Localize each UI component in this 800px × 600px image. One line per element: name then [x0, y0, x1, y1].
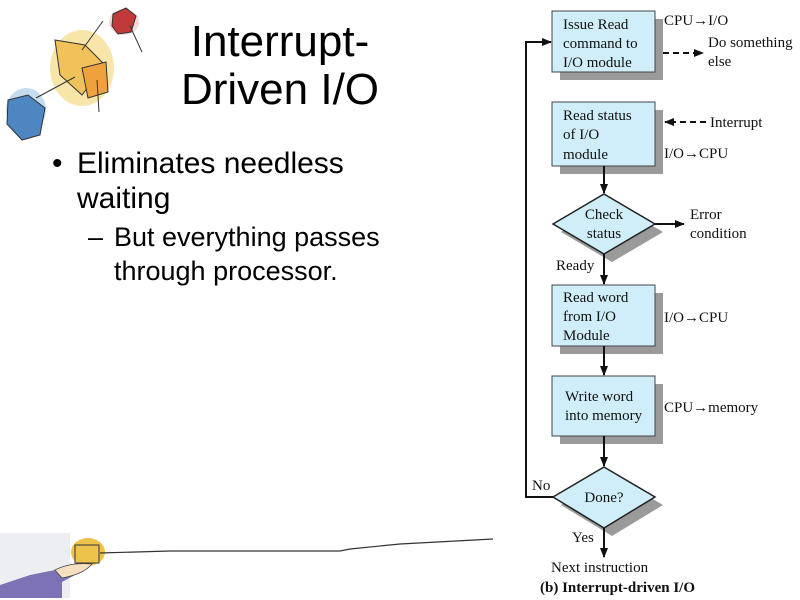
step-text: Issue Read	[563, 17, 629, 33]
bullet-marker: •	[52, 147, 63, 180]
step-text: module	[563, 147, 608, 163]
small-box	[74, 544, 100, 564]
connector-line	[35, 76, 76, 99]
label-ready: Ready	[556, 258, 595, 274]
decision-text: Done?	[584, 490, 623, 506]
figure-caption: (b) Interrupt-driven I/O	[540, 580, 695, 596]
label-yes: Yes	[572, 530, 594, 546]
step-text: command to	[563, 36, 638, 52]
title-line-1: Interrupt-	[190, 17, 370, 66]
connector-line	[129, 25, 143, 53]
step-text: Read word	[563, 290, 629, 306]
connector-line	[81, 20, 104, 51]
slide-title: Interrupt- Driven I/O	[150, 18, 410, 114]
label-io-to-cpu: I/O→CPU	[664, 146, 728, 162]
label-do-something: Do something	[708, 35, 793, 51]
step-text: Module	[563, 328, 610, 344]
bullet-text-line: waiting	[77, 182, 171, 215]
step-write-word	[551, 375, 656, 437]
string-line	[99, 538, 494, 554]
label-cpu-to-memory: CPU→memory	[664, 400, 759, 416]
step-text: Write word	[565, 389, 634, 405]
sub-bullet-marker: –	[88, 222, 104, 252]
label-io-to-cpu: I/O→CPU	[664, 310, 728, 326]
bullet-item: • Eliminates needless waiting	[52, 146, 442, 216]
step-text: Read status	[563, 108, 632, 124]
sub-bullet-item: – But everything passes through processo…	[52, 220, 442, 288]
label-interrupt: Interrupt	[710, 115, 763, 131]
orange-cube-face	[81, 61, 109, 99]
decision-text: Check	[585, 207, 624, 223]
label-condition: condition	[690, 226, 747, 242]
blue-cube	[6, 94, 46, 141]
step-text: into memory	[565, 408, 643, 424]
label-no: No	[532, 478, 550, 494]
bullet-text-line: Eliminates needless	[77, 147, 344, 180]
hand-clipart	[0, 533, 494, 598]
label-else: else	[708, 54, 732, 70]
hand	[54, 563, 93, 579]
step-read-word	[551, 284, 656, 347]
connector-line	[96, 79, 100, 113]
step-text: I/O module	[563, 55, 632, 71]
title-line-2: Driven I/O	[180, 65, 380, 114]
label-error: Error	[690, 207, 722, 223]
step-issue-read-command	[551, 10, 656, 73]
label-next-instruction: Next instruction	[551, 560, 649, 576]
sub-bullet-text-line: through processor.	[114, 256, 338, 286]
label-cpu-to-io: CPU→I/O	[664, 13, 728, 29]
red-cube	[111, 7, 137, 35]
step-text: of I/O	[563, 127, 599, 143]
decision-text: status	[587, 226, 621, 242]
bullet-list: • Eliminates needless waiting – But ever…	[52, 146, 442, 288]
step-read-status	[551, 101, 656, 167]
step-text: from I/O	[563, 309, 616, 325]
loop-back-arrow	[525, 38, 553, 498]
cubes-clipart	[6, 7, 143, 141]
sub-bullet-text-line: But everything passes	[114, 222, 380, 252]
